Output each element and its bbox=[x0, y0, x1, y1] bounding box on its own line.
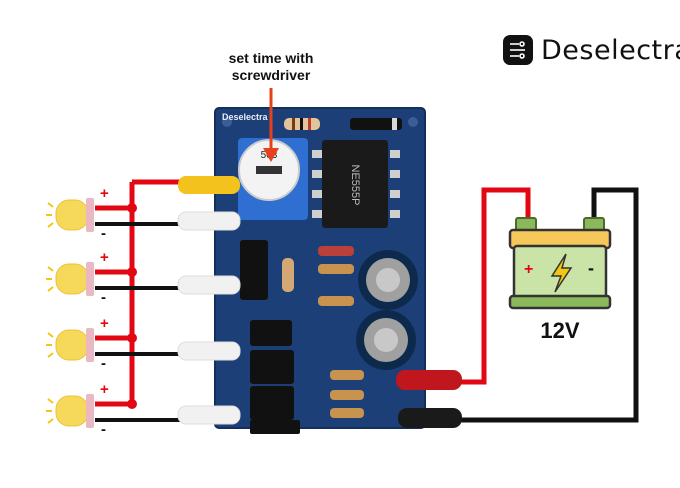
led-positive-bus bbox=[95, 179, 190, 408]
resistor-set bbox=[282, 246, 364, 418]
negative-lead bbox=[398, 408, 462, 428]
pot-callout: set time with screwdriver bbox=[196, 50, 346, 84]
led-3 bbox=[55, 328, 94, 362]
capacitor-2 bbox=[356, 310, 416, 370]
led-2-minus: - bbox=[101, 289, 106, 306]
battery bbox=[508, 217, 612, 310]
positive-lead bbox=[396, 370, 462, 390]
led-glow-icons bbox=[46, 202, 54, 424]
brand-name: Deselectra bbox=[541, 34, 680, 66]
potentiometer[interactable]: 503 bbox=[238, 138, 308, 220]
led-1-minus: - bbox=[101, 225, 106, 242]
led-negative-wires bbox=[95, 222, 195, 422]
brand-logo: Deselectra bbox=[503, 30, 680, 70]
callout-arrow bbox=[263, 88, 279, 162]
led-4-plus: + bbox=[100, 381, 109, 398]
board-silkscreen: Deselectra bbox=[222, 112, 269, 122]
callout-line-1: set time with bbox=[228, 50, 314, 66]
battery-minus: - bbox=[588, 258, 594, 278]
power-negative-wire bbox=[460, 187, 639, 423]
diode bbox=[350, 118, 402, 130]
led-2 bbox=[55, 262, 94, 296]
battery-plus: + bbox=[524, 261, 533, 278]
power-positive-wire bbox=[460, 187, 531, 385]
resistor-top bbox=[284, 118, 320, 130]
led-1-plus: + bbox=[100, 185, 109, 202]
wire-sleeves bbox=[177, 176, 241, 425]
led-2-plus: + bbox=[100, 249, 109, 266]
led-4 bbox=[55, 394, 94, 428]
ne555-chip: NE555P bbox=[312, 140, 400, 228]
callout-line-2: screwdriver bbox=[231, 67, 311, 83]
battery-voltage-label: 12V bbox=[540, 318, 580, 343]
led-1 bbox=[55, 198, 94, 232]
led-3-plus: + bbox=[100, 315, 109, 332]
ic-marking: NE555P bbox=[349, 165, 361, 206]
circuit-logo-icon bbox=[503, 35, 533, 65]
lightning-icon bbox=[550, 253, 573, 293]
led-4-minus: - bbox=[101, 421, 106, 438]
led-3-minus: - bbox=[101, 355, 106, 372]
transistors bbox=[240, 240, 300, 434]
capacitor-1 bbox=[358, 250, 418, 310]
